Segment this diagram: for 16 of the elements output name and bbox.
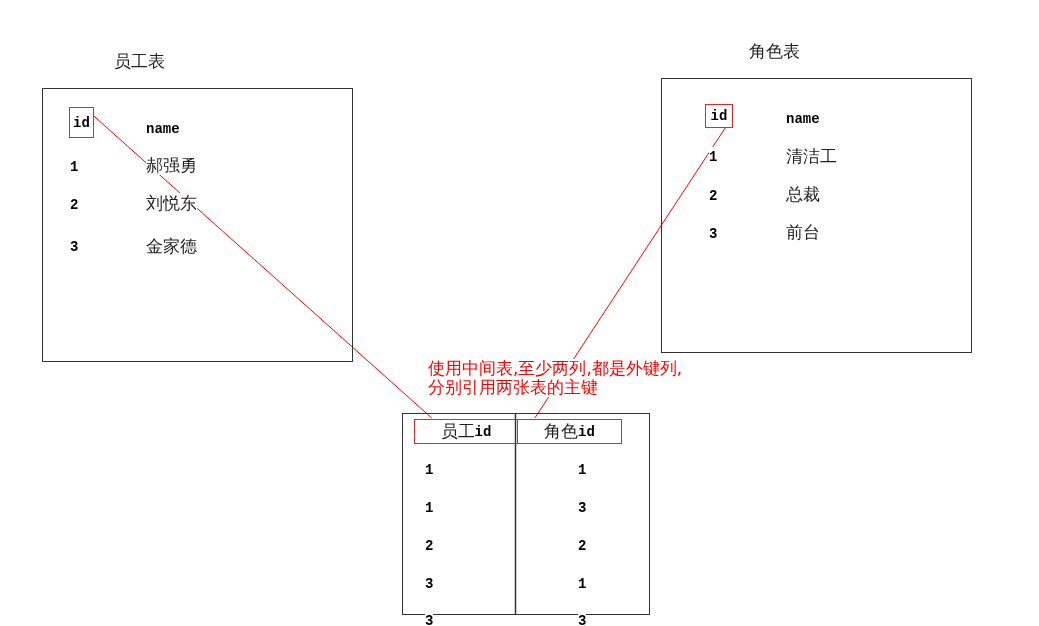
table-cell-text: 郝强勇 [146,155,197,175]
key-column-header: 角色id [517,419,622,444]
table-frame [402,413,650,615]
leader-line [92,114,433,419]
table-title: 员工表 [114,50,165,73]
table-cell-text: 刘悦东 [146,193,197,213]
table-cell-text: 金家德 [146,236,197,256]
key-column-header: 员工id [414,419,518,444]
key-column-header: id [69,107,94,138]
table-cell-text: 总裁 [786,184,820,204]
table-cell-text: 3 [425,611,434,626]
table-cell-text: 3 [578,611,587,626]
key-column-header: id [705,104,733,128]
table-cell-text: 清洁工 [786,146,837,166]
table-title: 角色表 [749,40,800,63]
table-cell-text: 前台 [786,222,820,242]
